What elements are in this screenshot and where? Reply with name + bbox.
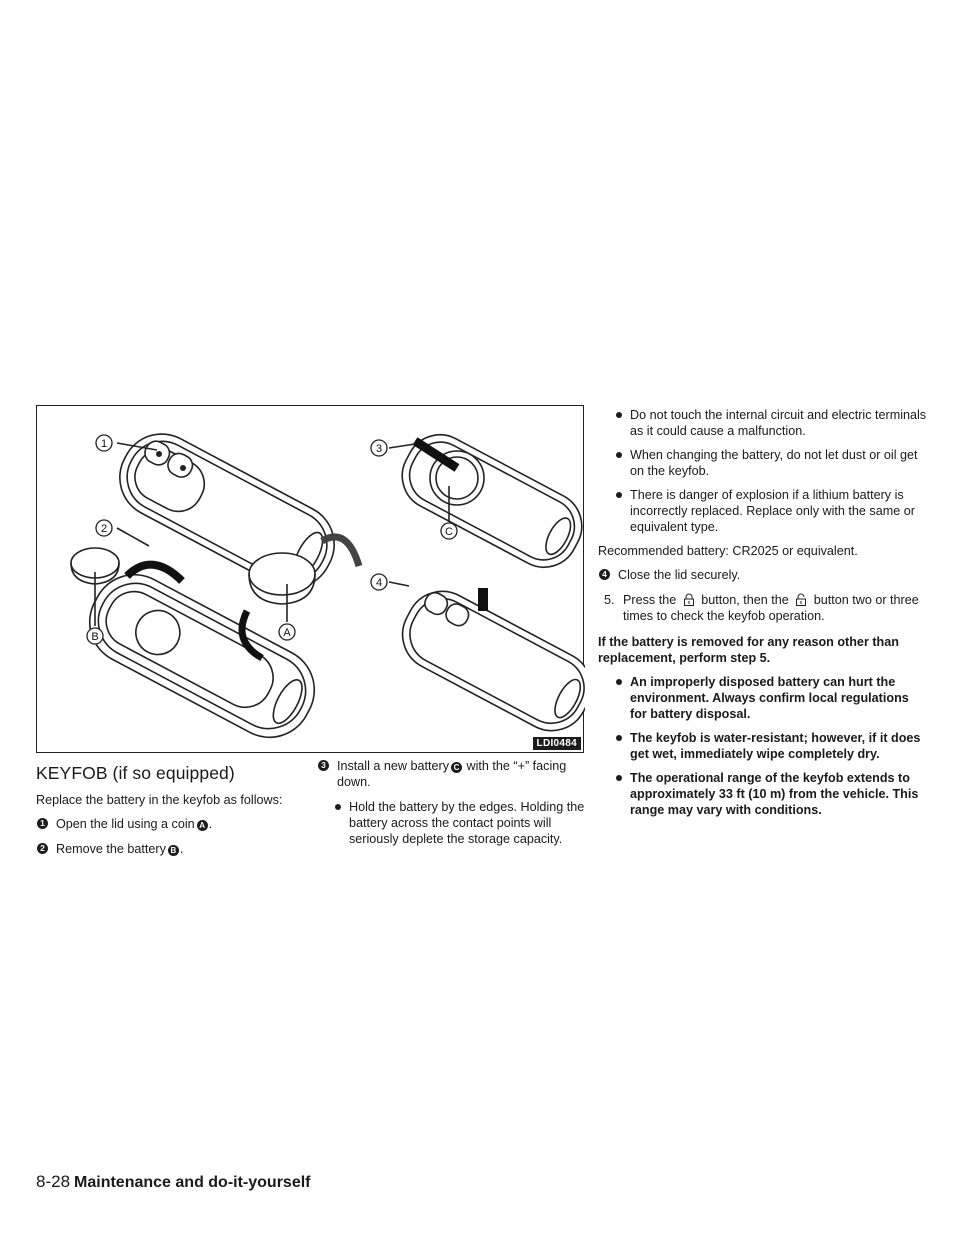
coin-a — [248, 552, 316, 596]
fig-label-a: A — [283, 627, 291, 639]
list-item: An improperly disposed battery can hurt … — [598, 674, 928, 722]
page-number: 8-28 — [36, 1172, 71, 1191]
keyfob-closed-4 — [401, 590, 585, 732]
column-1: KEYFOB (if so equipped) Replace the batt… — [36, 760, 306, 866]
list-item: The keyfob is water-resistant; however, … — [598, 730, 928, 762]
list-item: The operational range of the keyfob exte… — [598, 770, 928, 818]
ref-b-icon: B — [167, 845, 179, 856]
figure-code: LDI0484 — [532, 737, 581, 750]
step-3-text-a: Install a new battery — [337, 759, 450, 773]
list-item: When changing the battery, do not let du… — [598, 447, 928, 479]
step-number-icon: 3 — [318, 760, 329, 771]
unlock-icon — [796, 593, 807, 606]
ref-c-icon: C — [451, 762, 463, 773]
list-item: Hold the battery by the edges. Holding t… — [317, 799, 589, 847]
list-item: Do not touch the internal circuit and el… — [598, 407, 928, 439]
bullet-icon — [616, 775, 622, 781]
keyfob-battery-figure: 1 2 3 4 A B C LDI0484 — [36, 405, 585, 753]
bullet-icon — [616, 492, 622, 498]
section-title: KEYFOB (if so equipped) — [36, 763, 235, 783]
step-4: 4 Close the lid securely. — [598, 567, 928, 583]
step-number-icon: 4 — [599, 569, 610, 580]
bullet-icon — [335, 804, 341, 810]
keyfob-illustration: 1 2 3 4 A B C — [70, 433, 585, 739]
ref-a-icon: A — [196, 820, 208, 831]
bullet-icon — [616, 679, 622, 685]
keyfob-open-2 — [88, 573, 316, 739]
step-4-text: Close the lid securely. — [618, 568, 741, 582]
step-3-text-b: with the “+” facing down. — [337, 759, 567, 789]
bullet-icon — [616, 412, 622, 418]
fig-label-3: 3 — [376, 443, 382, 455]
list-item: There is danger of explosion if a lithiu… — [598, 487, 928, 535]
fig-label-2: 2 — [101, 523, 107, 535]
step-number-icon: 1 — [37, 818, 48, 829]
note-text: If the battery is removed for any reason… — [598, 635, 899, 665]
step-number-icon: 2 — [37, 843, 48, 854]
step-2-text: Remove the battery — [56, 842, 166, 856]
step-1-text: Open the lid using a coin — [56, 817, 195, 831]
fig-label-c: C — [445, 526, 453, 538]
bullet-icon — [616, 452, 622, 458]
step-5: 5. Press the button, then the button two… — [604, 593, 919, 623]
fig-label-1: 1 — [101, 438, 107, 450]
chapter-title: Maintenance and do-it-yourself — [74, 1174, 311, 1191]
bullet-icon — [616, 735, 622, 741]
lock-icon — [683, 593, 694, 606]
fig-label-b: B — [91, 631, 98, 643]
column-3: Do not touch the internal circuit and el… — [598, 407, 928, 826]
recommended-battery: Recommended battery: CR2025 or equivalen… — [598, 544, 858, 558]
fig-label-4: 4 — [376, 577, 382, 589]
intro-text: Replace the battery in the keyfob as fol… — [36, 793, 283, 807]
